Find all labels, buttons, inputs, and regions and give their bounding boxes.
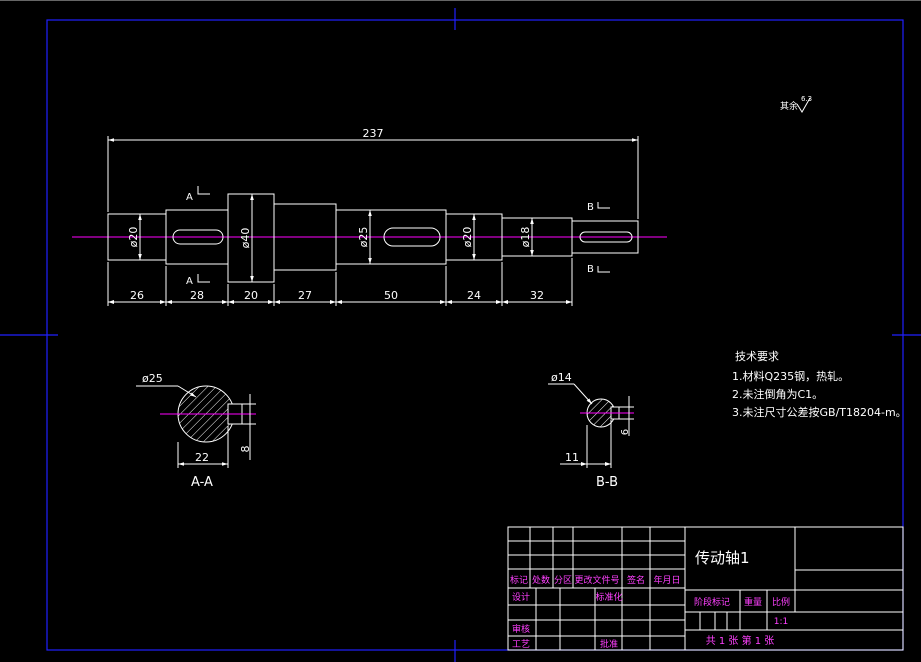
section-mark-b-top: B xyxy=(587,202,594,213)
section-aa-diameter: ø25 xyxy=(142,372,163,385)
header-col-count: 处数 xyxy=(532,574,550,586)
tech-requirements-title: 技术要求 xyxy=(735,350,779,363)
row-review: 审核 xyxy=(512,623,530,635)
header-col-zone: 分区 xyxy=(554,575,572,586)
row-standardize: 标准化 xyxy=(595,591,622,603)
overall-dimension xyxy=(107,136,639,219)
cell-scale: 比例 xyxy=(772,596,790,608)
section-bb-label: B-B xyxy=(596,475,618,490)
cell-scale-value: 1:1 xyxy=(774,617,788,627)
tech-requirement-2: 2.未注倒角为C1。 xyxy=(732,387,823,401)
header-col-sign: 签名 xyxy=(627,574,645,586)
diameter-label-5: ø18 xyxy=(519,227,532,248)
section-aa-keyway: 8 xyxy=(239,446,252,453)
segment-length-6: 24 xyxy=(467,289,481,302)
section-mark-b-bottom: B xyxy=(587,264,594,275)
row-design: 设计 xyxy=(512,591,530,603)
header-col-mark: 标记 xyxy=(510,574,528,586)
tech-requirements: 技术要求 1.材料Q235钢，热轧。 2.未注倒角为C1。 3.未注尺寸公差按G… xyxy=(732,350,907,419)
cell-sheet-info: 共 1 张 第 1 张 xyxy=(706,634,775,647)
diameter-label-4: ø20 xyxy=(461,227,474,248)
segment-length-3: 20 xyxy=(244,289,258,302)
section-mark-a-bottom: A xyxy=(186,276,193,287)
part-name: 传动轴1 xyxy=(695,549,750,567)
roughness-label: 其余 xyxy=(780,100,798,112)
section-bb-view xyxy=(548,383,634,468)
row-approve: 批准 xyxy=(600,638,618,650)
section-bb-width: 11 xyxy=(565,451,579,464)
segment-length-2: 28 xyxy=(190,289,204,302)
diameter-label-3: ø25 xyxy=(357,227,370,248)
tech-requirement-1: 1.材料Q235钢，热轧。 xyxy=(732,369,849,383)
section-mark-a-top: A xyxy=(186,192,193,203)
title-block xyxy=(507,526,904,651)
section-aa-view xyxy=(136,385,256,468)
section-cut-marks xyxy=(197,186,610,283)
diameter-dimensions xyxy=(138,194,534,282)
diameter-label-1: ø20 xyxy=(127,227,140,248)
segment-length-7: 32 xyxy=(530,289,544,302)
roughness-symbol xyxy=(796,97,811,113)
segment-length-5: 50 xyxy=(384,289,398,302)
segment-length-1: 26 xyxy=(130,289,144,302)
header-col-change-doc: 更改文件号 xyxy=(574,574,619,586)
section-bb-keyway: 6 xyxy=(620,429,631,435)
cell-stage-mark: 阶段标记 xyxy=(694,596,730,608)
diameter-label-2: ø40 xyxy=(239,228,252,249)
section-bb-diameter: ø14 xyxy=(551,371,572,384)
section-aa-width: 22 xyxy=(195,451,209,464)
overall-length-label: 237 xyxy=(363,127,384,140)
cell-weight: 重量 xyxy=(744,596,762,608)
row-process: 工艺 xyxy=(512,639,530,650)
shaft-outline xyxy=(107,193,639,283)
tech-requirement-3: 3.未注尺寸公差按GB/T18204-m。 xyxy=(732,405,907,419)
header-col-date: 年月日 xyxy=(653,574,680,586)
segment-dimensions xyxy=(107,258,573,306)
section-aa-label: A-A xyxy=(191,475,213,490)
roughness-value: 6.3 xyxy=(801,95,812,103)
segment-length-4: 27 xyxy=(298,289,312,302)
